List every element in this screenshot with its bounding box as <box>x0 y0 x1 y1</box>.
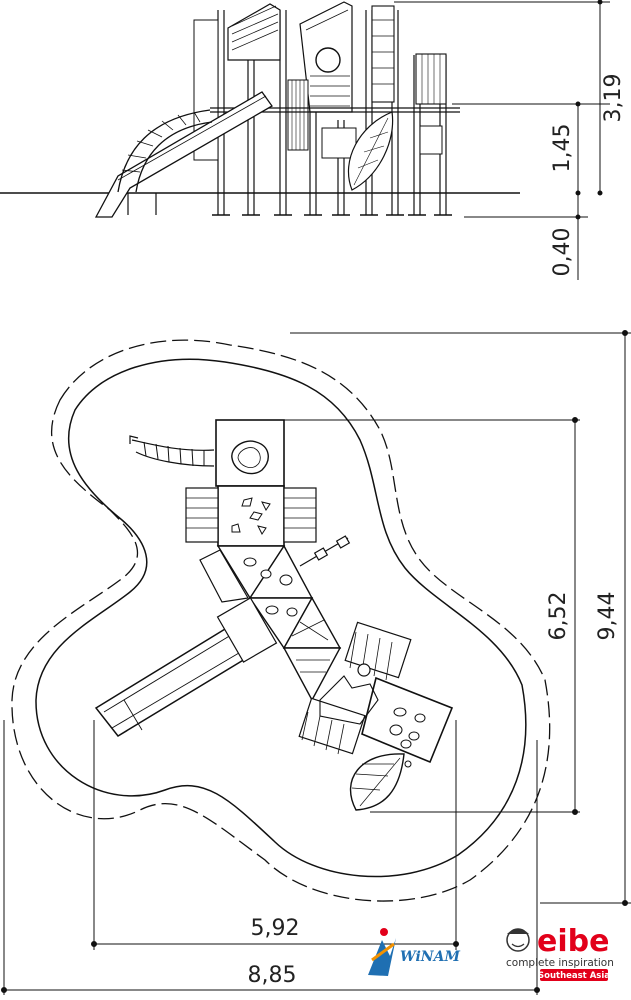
eibe-logo: eibe complete inspiration Southeast Asia <box>506 924 614 981</box>
depth-structure-label: 6,52 <box>546 592 571 641</box>
plan-dimension-lines <box>1 330 631 995</box>
leaf-climber-plan <box>349 753 412 811</box>
spiral-slide-plan <box>129 435 215 467</box>
eibe-region: Southeast Asia <box>538 971 610 981</box>
eibe-wordmark: eibe <box>537 924 609 959</box>
eibe-face-icon <box>506 928 530 952</box>
platform-height-label: 1,45 <box>550 124 575 173</box>
winam-mark-icon <box>368 938 396 976</box>
winam-wordmark: WiNAM <box>400 949 460 965</box>
depth-overall-label: 9,44 <box>595 592 620 641</box>
plan-view: 6,52 9,44 5,92 8,85 <box>1 330 631 995</box>
elevation-dimension-lines <box>394 0 610 280</box>
width-overall-label: 8,85 <box>248 963 297 988</box>
leaf-climber <box>347 111 394 191</box>
straight-slide <box>94 91 273 218</box>
width-structure-label: 5,92 <box>251 916 300 941</box>
overall-height-label: 3,19 <box>601 74 626 123</box>
footing-depth-label: 0,40 <box>550 228 575 277</box>
winam-logo: WiNAM <box>368 928 460 976</box>
safety-zone-dashed <box>11 339 551 902</box>
eibe-region-badge <box>540 969 608 981</box>
telescope <box>299 535 351 567</box>
safety-zone-solid <box>35 358 527 878</box>
eibe-tagline: complete inspiration <box>506 957 614 969</box>
tower-3 <box>298 621 454 764</box>
elevation-view: 3,19 1,45 0,40 <box>0 0 626 280</box>
bridge-modules <box>199 544 342 702</box>
side-panels <box>185 487 317 543</box>
spiral-slide <box>117 109 213 193</box>
straight-slide-plan <box>94 597 278 737</box>
towers <box>193 1 447 161</box>
